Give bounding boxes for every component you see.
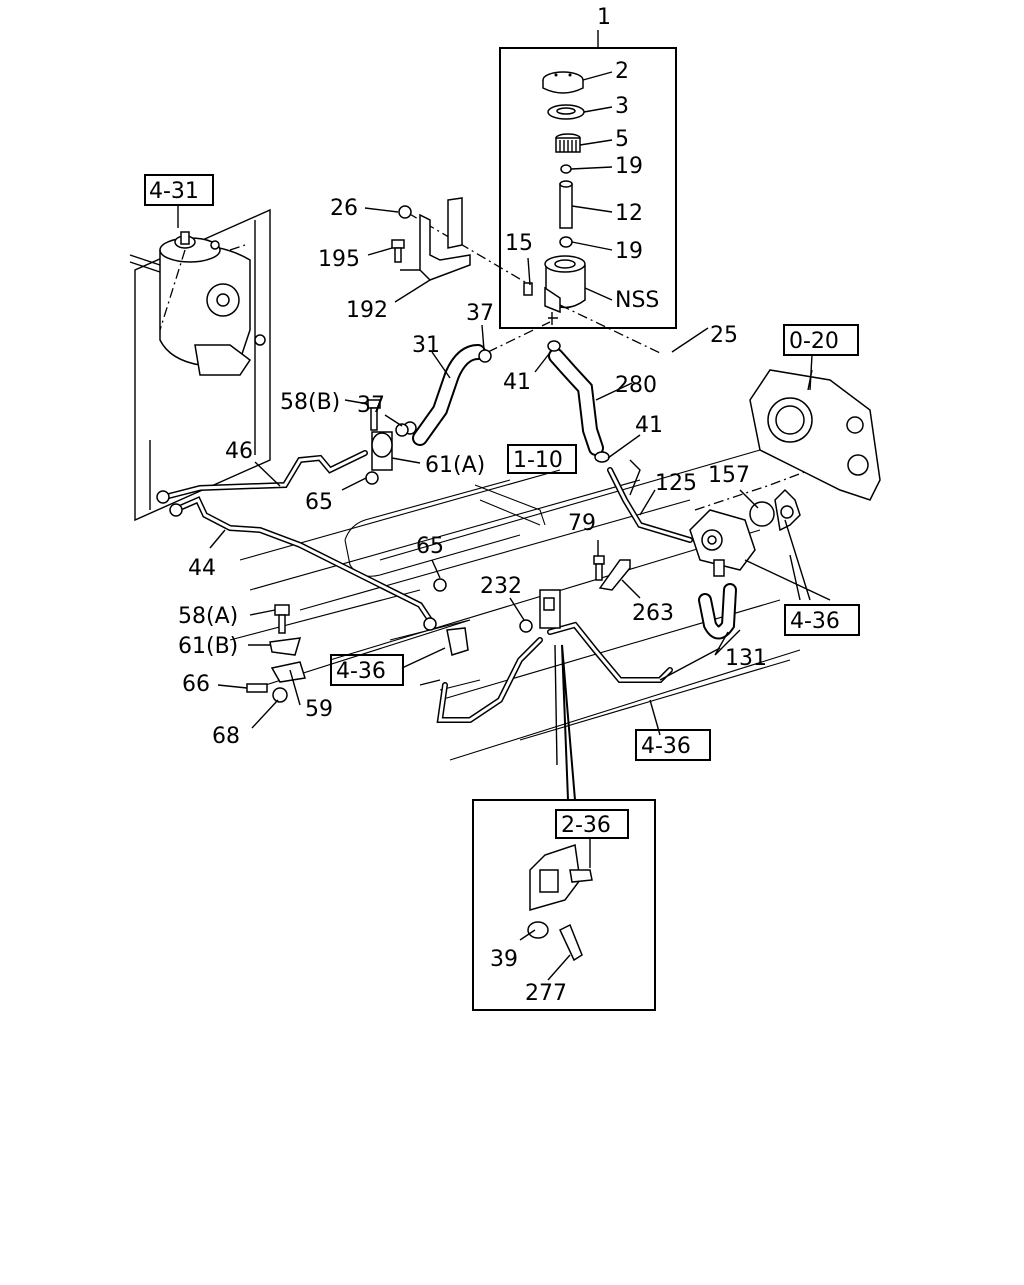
- ref-4-36-left: 4-36: [336, 659, 386, 684]
- label-2: 2: [615, 59, 629, 84]
- label-31: 31: [412, 333, 440, 358]
- part-labels: 1 2 3 5 19 12 19 15 NSS 25 26 195 192 37…: [178, 5, 767, 1006]
- label-15: 15: [505, 231, 533, 256]
- ref-4-36-right: 4-36: [790, 609, 840, 634]
- label-12: 12: [615, 201, 643, 226]
- label-61b: 61(B): [178, 634, 238, 659]
- label-19-upper: 19: [615, 154, 643, 179]
- label-263: 263: [632, 601, 674, 626]
- label-5: 5: [615, 127, 629, 152]
- label-232: 232: [480, 574, 522, 599]
- bracket-group: [391, 197, 533, 296]
- label-58b: 58(B): [280, 390, 340, 415]
- label-41-lower: 41: [635, 413, 663, 438]
- inset-box: [472, 644, 656, 1011]
- leader-lines: [177, 71, 831, 981]
- label-277: 277: [525, 981, 567, 1006]
- small-parts: [246, 423, 631, 703]
- label-37-upper: 37: [466, 301, 494, 326]
- label-61a: 61(A): [425, 453, 485, 478]
- label-65-center: 65: [416, 534, 444, 559]
- clamp-61a: [365, 399, 393, 485]
- ref-0-20: 0-20: [789, 329, 839, 354]
- label-195: 195: [318, 247, 360, 272]
- label-157: 157: [708, 463, 750, 488]
- ref-1-10: 1-10: [513, 448, 563, 473]
- label-44: 44: [188, 556, 216, 581]
- ref-2-36: 2-36: [561, 813, 611, 838]
- label-46: 46: [225, 439, 253, 464]
- label-25: 25: [710, 323, 738, 348]
- label-3: 3: [615, 94, 629, 119]
- timing-cover: [749, 369, 881, 501]
- label-39: 39: [490, 947, 518, 972]
- label-131: 131: [725, 646, 767, 671]
- ref-labels: 4-31 0-20 1-10 4-36 4-36 4-36 2-36: [149, 179, 840, 838]
- label-41-upper: 41: [503, 370, 531, 395]
- reservoir-box: [499, 30, 677, 329]
- label-nss: NSS: [615, 288, 659, 313]
- filter-assembly-zone: [129, 208, 271, 522]
- label-79: 79: [568, 511, 596, 536]
- ref-4-36-bottom: 4-36: [641, 734, 691, 759]
- label-1: 1: [597, 5, 611, 30]
- label-37-lower: 37: [357, 393, 385, 418]
- pump-lines: [607, 459, 801, 640]
- label-26: 26: [330, 196, 358, 221]
- label-66: 66: [182, 672, 210, 697]
- ref-4-31: 4-31: [149, 179, 199, 204]
- pipes-46-44: [156, 450, 437, 631]
- lower-line: [419, 589, 673, 723]
- ref-boxes: [144, 174, 860, 839]
- label-65-left: 65: [305, 490, 333, 515]
- label-280: 280: [615, 373, 657, 398]
- label-58a: 58(A): [178, 604, 238, 629]
- label-59: 59: [305, 697, 333, 722]
- label-19-lower: 19: [615, 239, 643, 264]
- hoses: [403, 340, 610, 463]
- label-192: 192: [346, 298, 388, 323]
- label-125: 125: [655, 471, 697, 496]
- label-68: 68: [212, 724, 240, 749]
